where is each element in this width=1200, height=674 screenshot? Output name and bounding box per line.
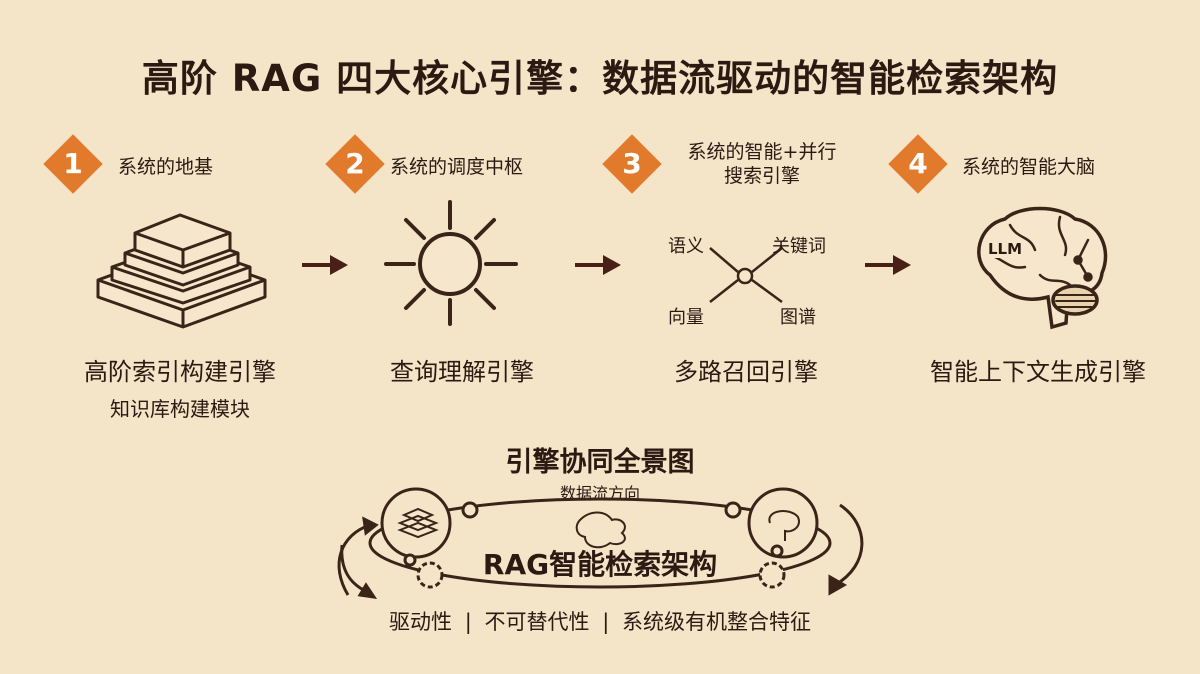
step-2-name: 查询理解引擎 xyxy=(390,358,534,386)
step-3-number: 3 xyxy=(622,147,642,180)
step-2-number: 2 xyxy=(345,147,365,180)
sun-hub-icon xyxy=(384,200,518,326)
arrow-right-icon xyxy=(865,255,911,275)
step-4-subtitle: 系统的智能大脑 xyxy=(962,156,1096,178)
step-4-name: 智能上下文生成引擎 xyxy=(930,358,1146,386)
step-3-subtitle-line2: 搜索引擎 xyxy=(723,165,800,187)
page-title: 高阶 RAG 四大核心引擎：数据流驱动的智能检索架构 xyxy=(141,57,1059,100)
step-1-desc: 知识库构建模块 xyxy=(110,397,250,421)
cross-node-icon xyxy=(709,247,783,304)
step-3-subtitle: 系统的智能+并行 搜索引擎 xyxy=(662,140,862,188)
brain-icon xyxy=(977,206,1108,330)
step-4-number: 4 xyxy=(908,147,928,180)
trait-system-integration: 系统级有机整合特征 xyxy=(621,610,811,634)
step-3-subtitle-line1: 系统的智能+并行 xyxy=(687,141,837,163)
step-2-subtitle: 系统的调度中枢 xyxy=(390,156,524,178)
trait-irreplaceable: 不可替代性 xyxy=(484,610,590,634)
step-1-number: 1 xyxy=(63,147,83,180)
branch-graph: 图谱 xyxy=(780,307,816,328)
branch-vector: 向量 xyxy=(668,307,704,328)
synergy-cycle-diagram xyxy=(337,487,864,599)
trait-driving: 驱动性 xyxy=(389,610,453,634)
branch-keyword: 关键词 xyxy=(772,236,826,257)
arrow-right-icon xyxy=(302,255,348,275)
step-1-name: 高阶索引构建引擎 xyxy=(84,358,276,386)
step-1-subtitle: 系统的地基 xyxy=(118,156,214,178)
architecture-center-label: RAG智能检索架构 xyxy=(482,548,718,581)
arrow-right-icon xyxy=(575,255,621,275)
traits-line: 驱动性 | 不可替代性 | 系统级有机整合特征 xyxy=(300,606,900,636)
overview-title: 引擎协同全景图 xyxy=(505,447,695,478)
step-3-name: 多路召回引擎 xyxy=(674,358,818,386)
brain-llm-label: LLM xyxy=(988,240,1023,258)
layered-stack-icon xyxy=(96,213,267,329)
branch-semantic: 语义 xyxy=(668,236,704,257)
divider: | xyxy=(464,610,472,634)
divider: | xyxy=(602,610,610,634)
